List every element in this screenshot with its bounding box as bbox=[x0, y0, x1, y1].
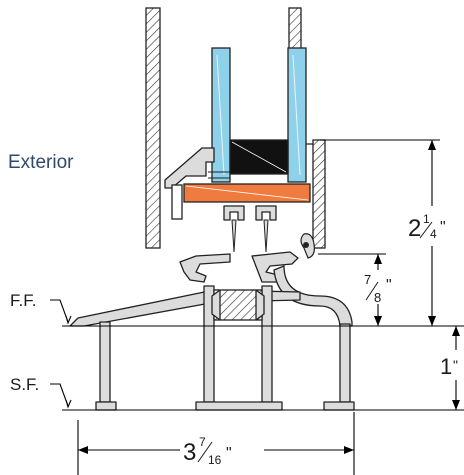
glass-panes bbox=[211, 47, 307, 183]
ig-spacer bbox=[229, 139, 289, 175]
dim-offset-unit: " bbox=[386, 277, 392, 294]
dim-width-whole: 3 bbox=[183, 439, 196, 466]
ff-label: F.F. bbox=[10, 291, 36, 310]
thermal-clips bbox=[223, 205, 277, 253]
dim-floor-gap: 1 " bbox=[436, 326, 464, 410]
dim-width-num: 7 bbox=[199, 435, 206, 449]
sf-label: S.F. bbox=[10, 375, 39, 394]
dim-gap-unit: " bbox=[453, 357, 458, 373]
glazing-stop bbox=[164, 147, 230, 220]
left-wall bbox=[145, 7, 161, 249]
dim-height-den: 4 bbox=[430, 227, 437, 241]
dim-offset-den: 8 bbox=[374, 290, 381, 305]
interior-gasket bbox=[300, 233, 315, 259]
dim-width-den: 16 bbox=[208, 453, 222, 467]
exterior-label: Exterior bbox=[8, 152, 74, 173]
floor-lines bbox=[62, 325, 464, 411]
dim-height-total: 2 1 4 " bbox=[320, 139, 460, 326]
dim-gap-whole: 1 bbox=[440, 354, 452, 379]
dim-sill-offset: 7 8 " bbox=[318, 253, 402, 326]
sf-label-group: S.F. bbox=[10, 375, 72, 409]
dim-height-unit: " bbox=[440, 219, 446, 236]
dim-height-num: 1 bbox=[423, 212, 430, 226]
dim-offset-num: 7 bbox=[364, 272, 371, 287]
ff-label-group: F.F. bbox=[10, 291, 72, 325]
sill-extrusion bbox=[69, 251, 355, 411]
dim-width-unit: " bbox=[226, 445, 232, 462]
dim-height-whole: 2 bbox=[408, 215, 421, 242]
setting-block bbox=[183, 183, 311, 203]
dim-width: 3 7 16 " bbox=[77, 412, 355, 475]
